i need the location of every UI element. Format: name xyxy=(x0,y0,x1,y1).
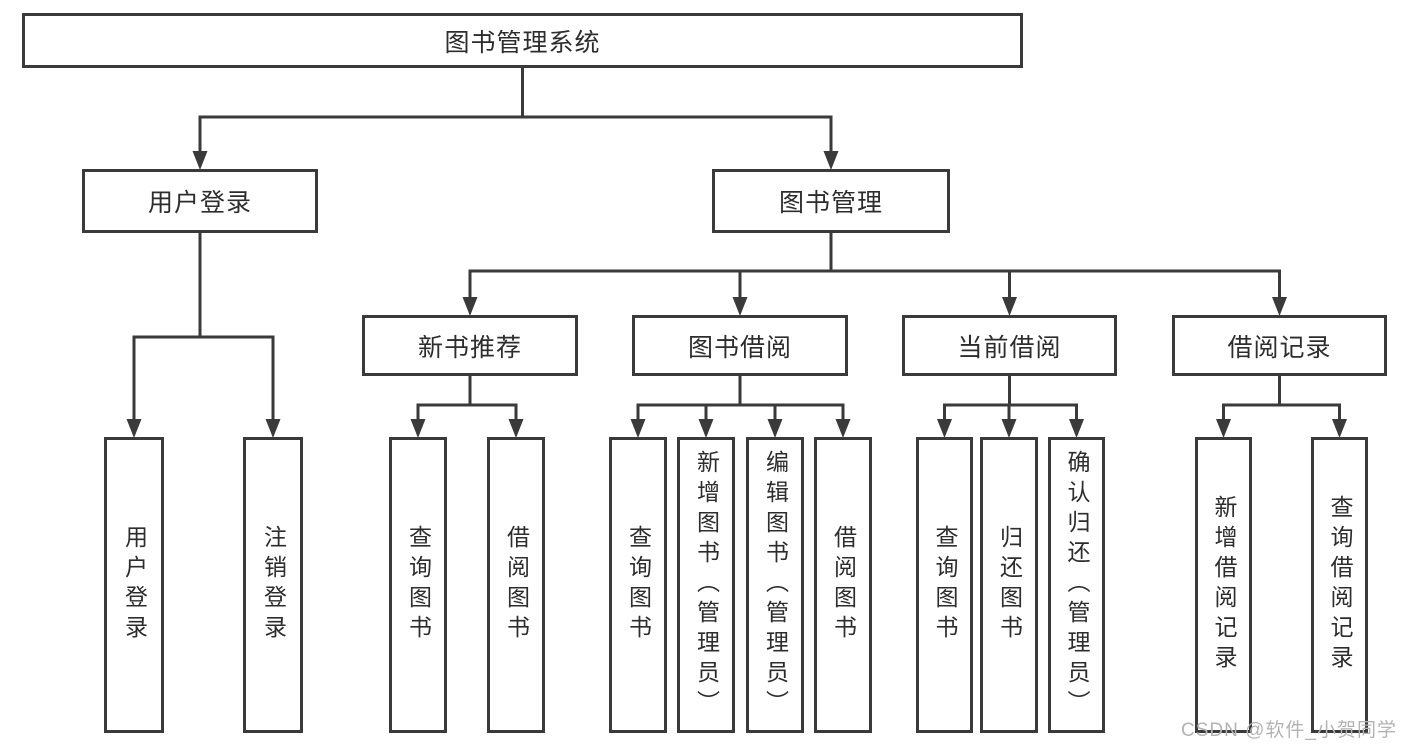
node-label: 查询图书 xyxy=(625,525,652,645)
node-label: 注销登录 xyxy=(260,525,287,645)
node-leaf-query-book-3: 查询图书 xyxy=(916,437,973,733)
node-leaf-borrow-book-2: 借阅图书 xyxy=(814,437,872,733)
arrowhead-down-icon xyxy=(508,419,524,438)
arrowhead-down-icon xyxy=(835,419,851,438)
arrowhead-down-icon xyxy=(767,419,783,438)
node-label: 借阅图书 xyxy=(830,525,857,645)
node-root: 图书管理系统 xyxy=(22,13,1023,68)
arrowhead-down-icon xyxy=(1332,419,1347,438)
node-leaf-borrow-book-1: 借阅图书 xyxy=(487,437,545,733)
node-leaf-add-book: 新增图书（管理员） xyxy=(677,437,735,733)
node-leaf-return-book: 归还图书 xyxy=(980,437,1038,733)
node-label: 用户登录 xyxy=(121,525,148,645)
node-label: 新增图书（管理员） xyxy=(693,450,720,720)
node-label: 确认归还（管理员） xyxy=(1064,450,1090,720)
node-label: 查询图书 xyxy=(932,525,958,645)
arrowhead-down-icon xyxy=(823,151,839,170)
node-label: 图书管理系统 xyxy=(444,28,601,57)
node-label: 编辑图书（管理员） xyxy=(762,450,789,720)
arrowhead-down-icon xyxy=(937,419,952,438)
node-leaf-edit-book: 编辑图书（管理员） xyxy=(746,437,804,733)
arrowhead-down-icon xyxy=(462,297,478,316)
node-borrow-records: 借阅记录 xyxy=(1172,315,1387,376)
arrowhead-down-icon xyxy=(630,419,646,438)
arrowhead-down-icon xyxy=(1272,297,1287,316)
node-new-books: 新书推荐 xyxy=(362,315,578,376)
node-label: 用户登录 xyxy=(147,189,252,217)
arrowhead-down-icon xyxy=(698,419,714,438)
arrowhead-down-icon xyxy=(265,419,281,438)
node-label: 归还图书 xyxy=(996,525,1023,645)
arrowhead-down-icon xyxy=(1069,419,1084,438)
node-user-login: 用户登录 xyxy=(82,169,318,233)
node-leaf-query-book-2: 查询图书 xyxy=(609,437,667,733)
arrowhead-down-icon xyxy=(192,151,208,170)
node-label: 查询图书 xyxy=(405,525,432,645)
node-label: 查询借阅记录 xyxy=(1327,495,1353,675)
node-leaf-logout: 注销登录 xyxy=(243,437,303,733)
arrowhead-down-icon xyxy=(1216,419,1231,438)
node-label: 借阅记录 xyxy=(1227,333,1332,362)
node-label: 新增借阅记录 xyxy=(1211,495,1237,675)
node-current-borrow: 当前借阅 xyxy=(902,315,1117,376)
node-label: 图书管理 xyxy=(778,189,883,217)
node-label: 借阅图书 xyxy=(503,525,530,645)
node-leaf-query-book-1: 查询图书 xyxy=(389,437,447,733)
arrowhead-down-icon xyxy=(410,419,426,438)
node-leaf-confirm-return: 确认归还（管理员） xyxy=(1048,437,1105,733)
node-book-borrow: 图书借阅 xyxy=(632,315,848,376)
node-leaf-add-record: 新增借阅记录 xyxy=(1195,437,1252,733)
node-book-mgmt: 图书管理 xyxy=(712,169,950,233)
arrowhead-down-icon xyxy=(1002,297,1017,316)
node-label: 新书推荐 xyxy=(417,333,522,362)
node-label: 当前借阅 xyxy=(957,333,1062,362)
node-leaf-query-record: 查询借阅记录 xyxy=(1311,437,1368,733)
node-leaf-user-login: 用户登录 xyxy=(104,437,164,733)
arrowhead-down-icon xyxy=(732,297,748,316)
arrowhead-down-icon xyxy=(1001,419,1017,438)
node-label: 图书借阅 xyxy=(687,333,792,362)
arrowhead-down-icon xyxy=(126,419,142,438)
